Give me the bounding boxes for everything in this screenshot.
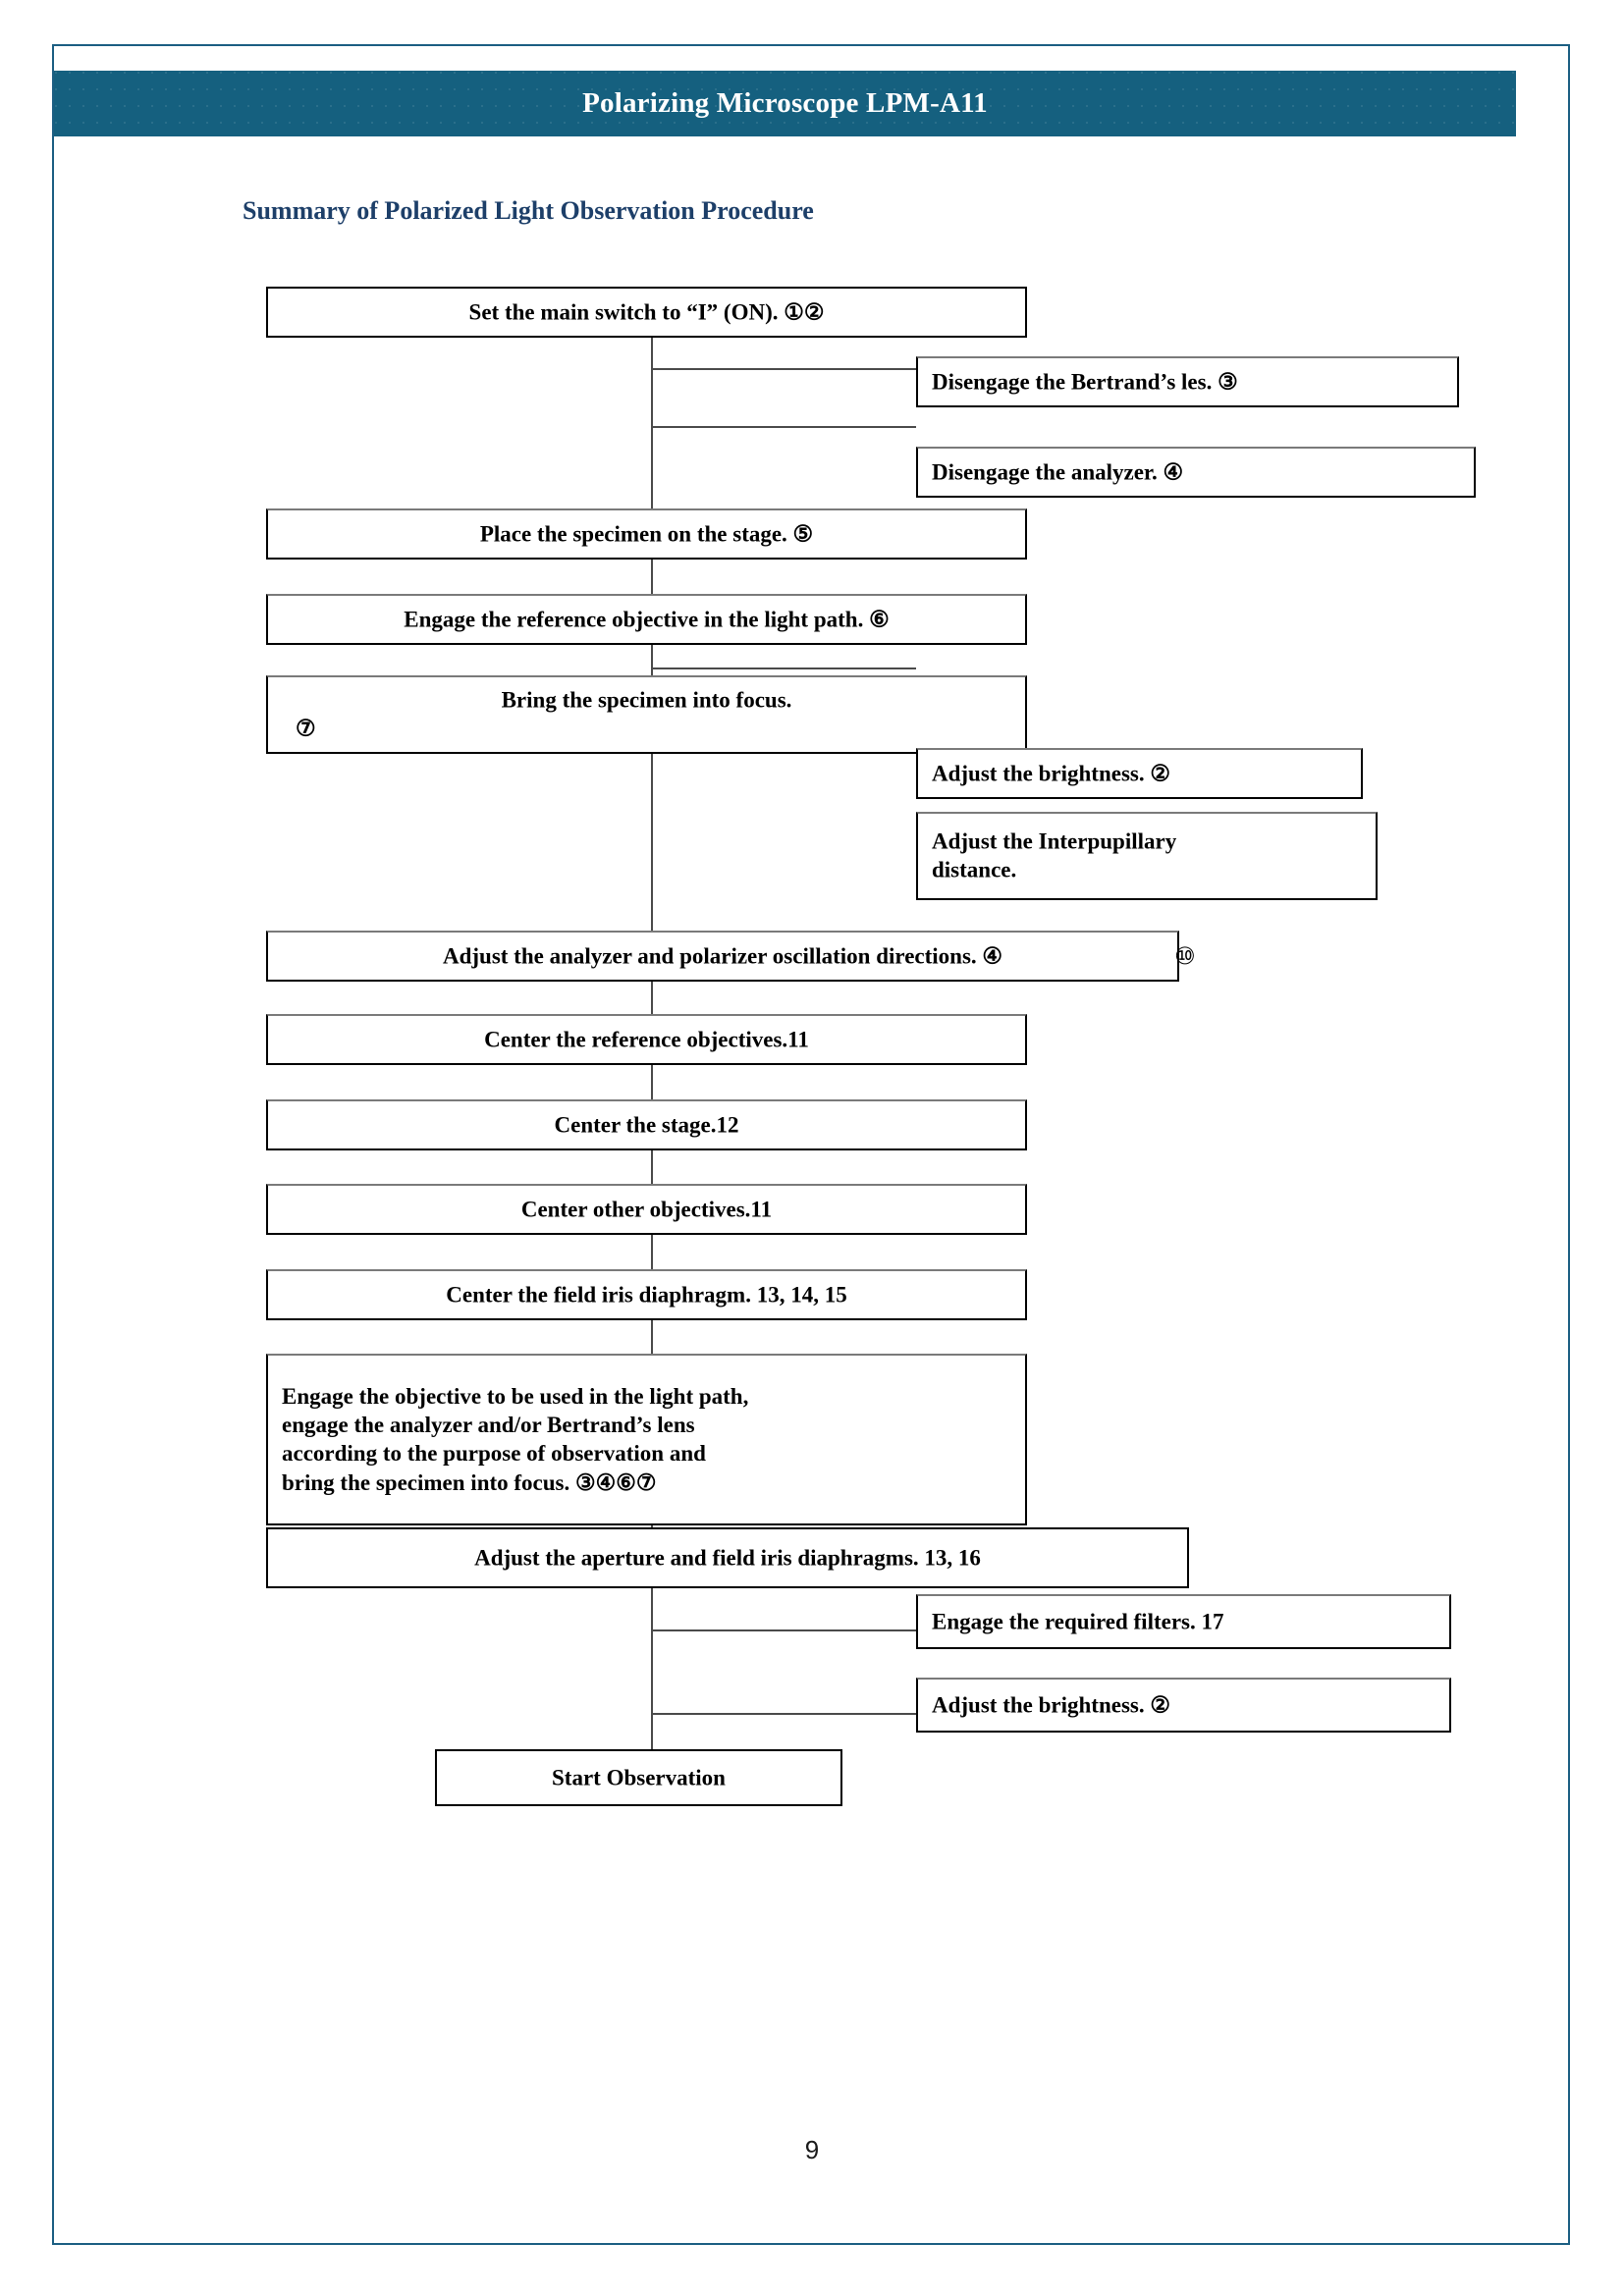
flow-box-adjust-diaphragms: Adjust the aperture and field iris diaph…	[266, 1527, 1189, 1588]
flow-box-adjust-interpupillary-line-2: distance.	[932, 858, 1017, 882]
flow-box-start-observation: Start Observation	[435, 1749, 842, 1806]
flow-box-center-stage-label: Center the stage.12	[554, 1112, 739, 1138]
flow-box-adjust-brightness-upper: Adjust the brightness. ②	[916, 748, 1363, 799]
section-heading: Summary of Polarized Light Observation P…	[243, 196, 814, 225]
connector-branch-filters	[651, 1629, 916, 1631]
flow-box-start-observation-label: Start Observation	[552, 1765, 726, 1790]
flow-box-adjust-directions: Adjust the analyzer and polarizer oscill…	[266, 931, 1179, 982]
flow-box-engage-reference: Engage the reference objective in the li…	[266, 594, 1027, 645]
flow-box-place-specimen: Place the specimen on the stage. ⑤	[266, 508, 1027, 560]
flow-box-engage-filters: Engage the required filters. 17	[916, 1594, 1451, 1649]
flow-box-adjust-diaphragms-label: Adjust the aperture and field iris diaph…	[474, 1545, 981, 1571]
page-title: Polarizing Microscope LPM-A11	[582, 87, 988, 119]
flow-box-adjust-interpupillary-body: Adjust the Interpupillary distance.	[918, 828, 1376, 885]
flow-box-center-reference: Center the reference objectives.11	[266, 1014, 1027, 1065]
flow-box-adjust-directions-badge: ⑩	[1174, 942, 1195, 970]
flow-box-center-other: Center other objectives.11	[266, 1184, 1027, 1235]
flow-box-disengage-bertrand-label: Disengage the Bertrand’s les. ③	[932, 369, 1238, 395]
flow-box-bring-focus: Bring the specimen into focus. ⑦	[266, 675, 1027, 754]
flow-box-adjust-directions-label: Adjust the analyzer and polarizer oscill…	[442, 943, 1003, 969]
flow-box-bring-focus-body: Bring the specimen into focus. ⑦	[268, 686, 1025, 744]
connector-trunk-3	[651, 726, 653, 952]
connector-branch-analyzer	[651, 426, 916, 428]
flow-box-engage-objective: Engage the objective to be used in the l…	[266, 1354, 1027, 1525]
flow-box-engage-filters-label: Engage the required filters. 17	[932, 1609, 1224, 1634]
flow-box-engage-objective-line-3: according to the purpose of observation …	[282, 1441, 706, 1467]
flow-box-center-field-iris: Center the field iris diaphragm. 13, 14,…	[266, 1269, 1027, 1320]
flow-box-engage-objective-line-1: Engage the objective to be used in the l…	[282, 1383, 749, 1409]
connector-trunk-4	[651, 942, 653, 1404]
connector-branch-bertrand	[651, 368, 916, 370]
flow-box-bring-focus-label: Bring the specimen into focus.	[501, 687, 792, 713]
flow-box-center-other-label: Center other objectives.11	[520, 1197, 773, 1222]
flow-box-disengage-analyzer: Disengage the analyzer. ④	[916, 447, 1476, 498]
flow-box-adjust-brightness-lower-label: Adjust the brightness. ②	[932, 1692, 1170, 1718]
flow-box-engage-objective-line-2: engage the analyzer and/or Bertrand’s le…	[282, 1413, 695, 1438]
flow-box-center-field-iris-label: Center the field iris diaphragm. 13, 14,…	[446, 1282, 847, 1308]
flow-box-engage-objective-body: Engage the objective to be used in the l…	[268, 1382, 1025, 1498]
flow-box-bring-focus-step-number: ⑦	[296, 717, 316, 741]
flow-box-adjust-brightness-lower: Adjust the brightness. ②	[916, 1678, 1451, 1733]
flow-box-adjust-interpupillary: Adjust the Interpupillary distance.	[916, 812, 1378, 900]
flow-box-disengage-bertrand: Disengage the Bertrand’s les. ③	[916, 356, 1459, 407]
flow-box-center-reference-label: Center the reference objectives.11	[484, 1027, 809, 1052]
page-number: 9	[804, 2135, 820, 2164]
flow-box-main-switch: Set the main switch to “I” (ON). ①②	[266, 287, 1027, 338]
flow-box-adjust-brightness-upper-label: Adjust the brightness. ②	[932, 761, 1170, 786]
connector-branch-brightness-2	[651, 1713, 916, 1715]
flow-box-main-switch-label: Set the main switch to “I” (ON). ①②	[468, 299, 825, 325]
flow-box-place-specimen-label: Place the specimen on the stage. ⑤	[479, 521, 814, 547]
connector-branch-interpupillary	[651, 667, 916, 669]
flow-box-engage-reference-label: Engage the reference objective in the li…	[404, 607, 890, 632]
page-header-band: Polarizing Microscope LPM-A11	[54, 71, 1516, 136]
flow-box-adjust-interpupillary-line-1: Adjust the Interpupillary	[932, 828, 1177, 854]
flow-box-disengage-analyzer-label: Disengage the analyzer. ④	[932, 459, 1184, 485]
flow-box-center-stage: Center the stage.12	[266, 1099, 1027, 1150]
flow-box-engage-objective-line-4: bring the specimen into focus. ③④⑥⑦	[282, 1469, 657, 1495]
